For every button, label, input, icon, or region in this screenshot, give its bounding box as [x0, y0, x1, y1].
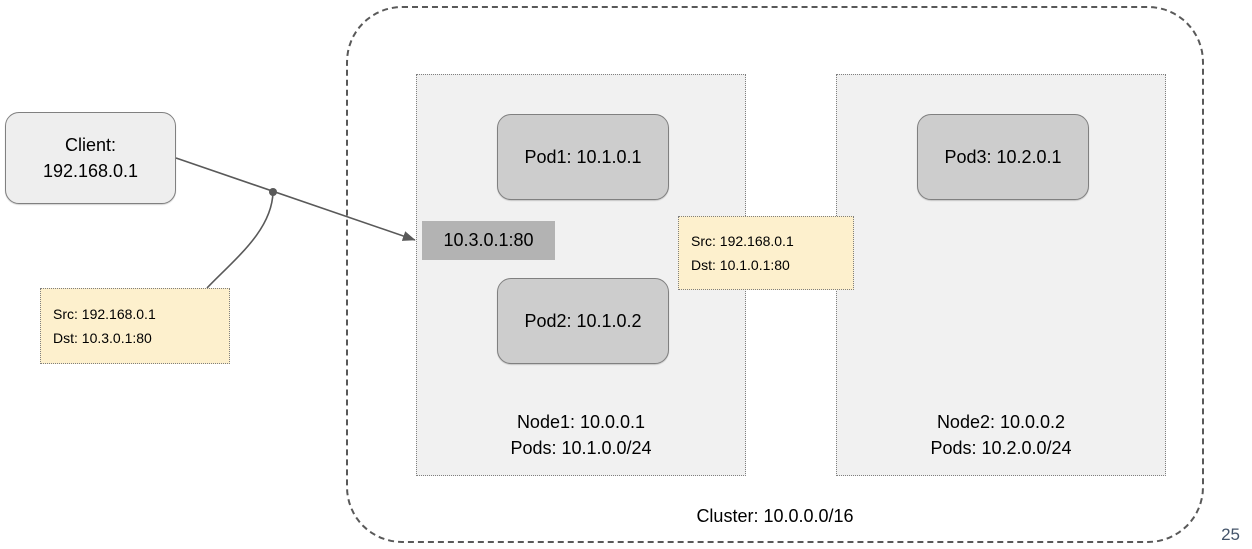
callout-pod-packet: Src: 192.168.0.1 Dst: 10.1.0.1:80	[678, 216, 854, 290]
service-label: 10.3.0.1:80	[443, 230, 534, 250]
service-box: 10.3.0.1:80	[422, 221, 555, 260]
leader-callout-client	[206, 191, 274, 289]
pod-box-pod2: Pod2: 10.1.0.2	[497, 278, 669, 364]
junction-dot-client	[269, 188, 277, 196]
node2-label-line1: Node2: 10.0.0.2	[936, 412, 1066, 432]
node1-label-line1: Node1: 10.0.0.1	[516, 412, 646, 432]
node-label-node2: Node2: 10.0.0.2 Pods: 10.2.0.0/24	[837, 409, 1165, 461]
pod-box-pod3: Pod3: 10.2.0.1	[917, 114, 1089, 200]
node1-label-line2: Pods: 10.1.0.0/24	[510, 438, 652, 458]
pod2-label: Pod2: 10.1.0.2	[524, 310, 642, 331]
pod1-label: Pod1: 10.1.0.1	[524, 146, 642, 167]
pod3-label: Pod3: 10.2.0.1	[944, 146, 1062, 167]
callout-client-packet: Src: 192.168.0.1 Dst: 10.3.0.1:80	[40, 288, 230, 364]
client-label-line2: 192.168.0.1	[42, 161, 139, 181]
callout-client-src: Src: 192.168.0.1	[53, 306, 156, 322]
node-label-node1: Node1: 10.0.0.1 Pods: 10.1.0.0/24	[417, 409, 745, 461]
callout-pod-dst: Dst: 10.1.0.1:80	[691, 257, 790, 273]
pod-box-pod1: Pod1: 10.1.0.1	[497, 114, 669, 200]
callout-client-dst: Dst: 10.3.0.1:80	[53, 330, 152, 346]
node2-label-line2: Pods: 10.2.0.0/24	[930, 438, 1072, 458]
client-label-line1: Client:	[64, 135, 117, 155]
page-number: 25	[1221, 525, 1240, 544]
client-box: Client: 192.168.0.1	[5, 112, 176, 204]
cluster-boundary	[346, 6, 1204, 543]
callout-pod-src: Src: 192.168.0.1	[691, 233, 794, 249]
cluster-label: Cluster: 10.0.0.0/16	[696, 506, 854, 526]
